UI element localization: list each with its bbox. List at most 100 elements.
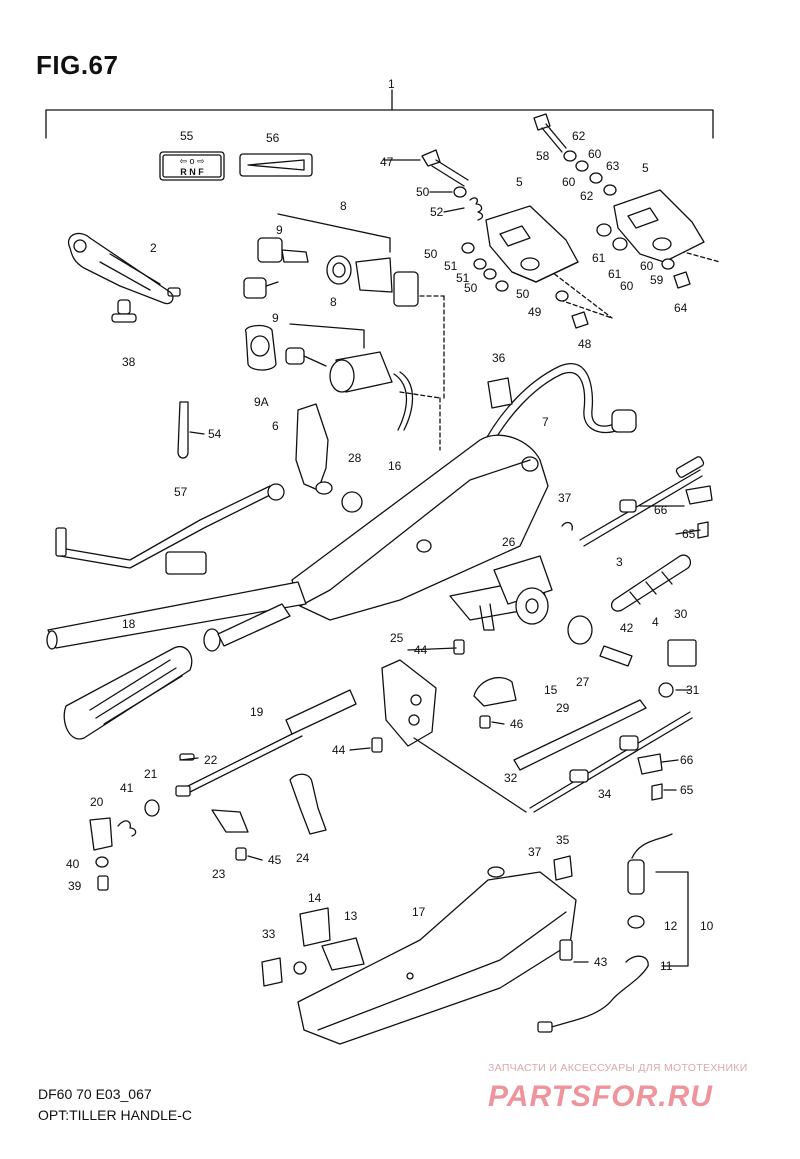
- callout-6: 6: [272, 419, 279, 433]
- callout-10: 10: [700, 919, 714, 933]
- screw-45: [235, 847, 247, 861]
- callout-29: 29: [556, 701, 570, 715]
- nut-53: [293, 961, 307, 975]
- figure-code: DF60 70 E03_067: [38, 1086, 152, 1102]
- e-clip: [561, 521, 573, 531]
- mount-bracket-right: [613, 189, 705, 263]
- cable-clip: [487, 377, 513, 409]
- callout-60a: 60: [588, 147, 602, 161]
- callout-2: 2: [150, 241, 157, 255]
- callout-14: 14: [308, 891, 322, 905]
- throttle-cable: [579, 456, 705, 547]
- leader: [413, 737, 527, 813]
- leader: [289, 323, 365, 349]
- callout-28: 28: [348, 451, 362, 465]
- leader: [277, 213, 391, 253]
- callout-51b: 51: [456, 271, 470, 285]
- callout-66b: 66: [680, 753, 694, 767]
- switch-14: [299, 907, 331, 947]
- callout-18: 18: [122, 617, 136, 631]
- callout-46: 46: [510, 717, 524, 731]
- washer-40: [95, 856, 109, 868]
- decal-rnf: R N F: [180, 167, 204, 177]
- callout-9b: 9: [272, 311, 279, 325]
- throttle-grip: [63, 603, 291, 740]
- callout-20: 20: [90, 795, 104, 809]
- figure-title: FIG.67: [36, 50, 119, 80]
- bottom-cover: [297, 866, 577, 1045]
- stop-lever: [295, 403, 333, 495]
- callout-9a: 9: [276, 223, 283, 237]
- callout-48: 48: [578, 337, 592, 351]
- friction-lever: [67, 232, 181, 305]
- screw-65-lower: [651, 783, 663, 801]
- collar-21: [144, 799, 160, 817]
- callout-30: 30: [674, 607, 688, 621]
- callout-50d: 50: [516, 287, 530, 301]
- callout-38: 38: [122, 355, 136, 369]
- callout-56: 56: [266, 131, 280, 145]
- callout-19: 19: [250, 705, 264, 719]
- callout-57: 57: [174, 485, 188, 499]
- callout-60c: 60: [640, 259, 654, 273]
- wire-clip: [177, 401, 189, 459]
- screw-43: [559, 939, 573, 961]
- washers-and-springs: [453, 150, 691, 329]
- shift-arm: [55, 483, 285, 575]
- ignition-key-upper: [243, 237, 419, 307]
- callout-43: 43: [594, 955, 608, 969]
- callout-4: 4: [652, 615, 659, 629]
- mount-bolts: [421, 113, 567, 187]
- stop-cable: [175, 689, 357, 797]
- callout-11: 11: [660, 959, 673, 973]
- callout-3: 3: [616, 555, 623, 569]
- stop-switch-assembly: [537, 833, 689, 1033]
- figure-name: OPT:TILLER HANDLE-C: [38, 1107, 193, 1123]
- callout-25: 25: [390, 631, 404, 645]
- callout-45: 45: [268, 853, 282, 867]
- assembly-bracket: [45, 89, 714, 139]
- callout-21: 21: [144, 767, 158, 781]
- callout-24: 24: [296, 851, 310, 865]
- callout-52: 52: [430, 205, 444, 219]
- callout-31: 31: [686, 683, 700, 697]
- mount-bracket-left: [485, 205, 579, 283]
- callout-13: 13: [344, 909, 358, 923]
- grommet: [341, 491, 363, 513]
- callout-5b: 5: [642, 161, 649, 175]
- label-leaders: [179, 159, 701, 963]
- callout-44b: 44: [332, 743, 346, 757]
- callout-labels: 1 2 3 4 5 5 6 7 8 8 9 9 9A 10 11 12 13 1…: [66, 77, 714, 973]
- callout-15: 15: [544, 683, 558, 697]
- callout-63: 63: [606, 159, 620, 173]
- callout-27: 27: [576, 675, 590, 689]
- callout-55: 55: [180, 129, 194, 143]
- watermark-logo: PARTSFOR.RU: [488, 1080, 712, 1113]
- callout-8b: 8: [330, 295, 337, 309]
- callout-39: 39: [68, 879, 82, 893]
- cable-bracket: [685, 485, 713, 505]
- screw-44a: [453, 639, 465, 655]
- callout-32: 32: [504, 771, 518, 785]
- callout-51a: 51: [444, 259, 458, 273]
- tiller-housing: [291, 434, 549, 621]
- bracket-screw: [697, 521, 709, 539]
- callout-12: 12: [664, 919, 678, 933]
- ball-31: [658, 682, 674, 698]
- callout-33: 33: [262, 927, 276, 941]
- switch-13: [321, 937, 365, 971]
- screw-44b: [371, 737, 383, 753]
- callout-9A: 9A: [254, 395, 269, 409]
- callout-41: 41: [120, 781, 134, 795]
- link-rod-29: [513, 699, 647, 771]
- callout-7: 7: [542, 415, 549, 429]
- callout-60d: 60: [620, 279, 634, 293]
- knob-20: [89, 817, 113, 851]
- clip-33: [261, 957, 283, 987]
- grommet-27: [567, 615, 593, 645]
- callout-17: 17: [412, 905, 426, 919]
- callout-59: 59: [650, 273, 664, 287]
- callout-64: 64: [674, 301, 688, 315]
- callout-42: 42: [620, 621, 634, 635]
- callout-54: 54: [208, 427, 222, 441]
